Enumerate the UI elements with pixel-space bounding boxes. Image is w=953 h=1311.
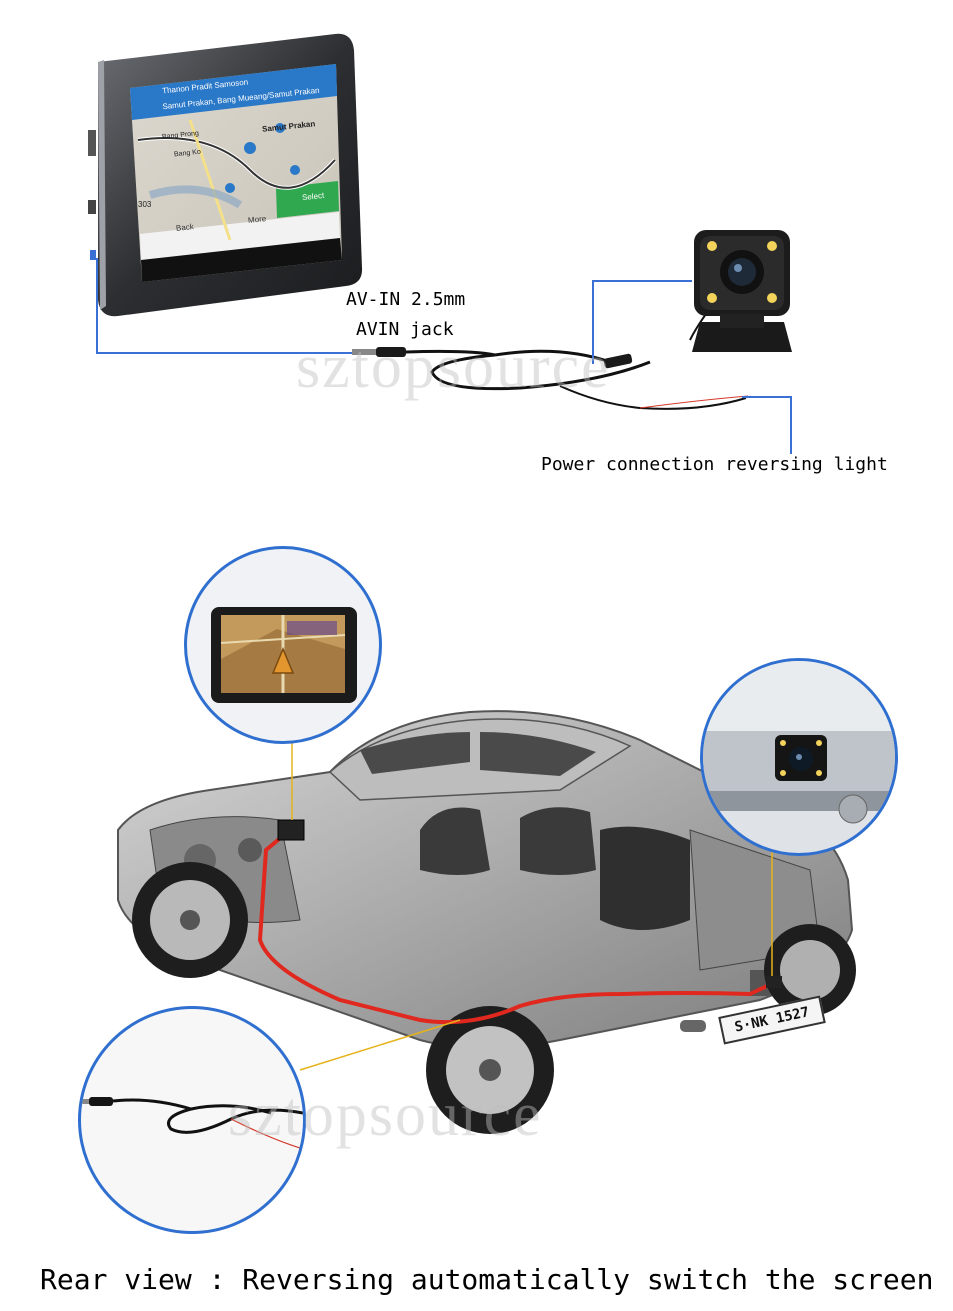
connector-line-power-horizontal (742, 396, 792, 398)
cable-callout-circle (78, 1006, 306, 1234)
connector-line-camera-horizontal (592, 280, 692, 282)
label-avin-jack: AVIN jack (356, 319, 454, 340)
label-power-connection: Power connection reversing light (541, 454, 888, 475)
reverse-camera (692, 230, 792, 352)
bottom-section: S·NK 1527 (0, 500, 953, 1311)
monitor-icon (211, 607, 357, 703)
mounted-camera-icon (703, 661, 895, 824)
connector-line-left-horizontal (96, 352, 354, 354)
connector-line-left-vertical (96, 258, 98, 354)
label-av-in: AV-IN 2.5mm (346, 289, 466, 310)
gps-device-body (88, 33, 363, 317)
cable-icon (81, 1097, 303, 1150)
caption: Rear view : Reversing automatically swit… (40, 1263, 934, 1296)
gps-device: Thanon Pradit Samoson Samut Prakan, Bang… (80, 20, 380, 330)
watermark-bottom: sztopsource (228, 1081, 543, 1149)
top-section: Thanon Pradit Samoson Samut Prakan, Bang… (0, 0, 953, 500)
monitor-callout-circle (184, 546, 382, 744)
car-cutaway (117, 710, 856, 1134)
connector-line-power-vertical (790, 396, 792, 454)
gps-scale: 303 (138, 200, 152, 209)
connector-line-camera-vertical (592, 280, 594, 364)
av-cable (352, 295, 749, 410)
camera-callout-circle (700, 658, 898, 856)
watermark-top: sztopsource (296, 333, 611, 401)
